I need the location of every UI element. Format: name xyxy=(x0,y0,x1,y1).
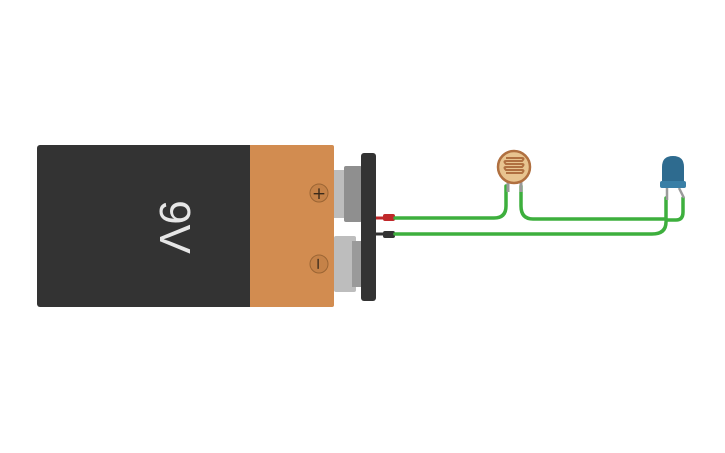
battery-body xyxy=(37,145,249,307)
photoresistor-track xyxy=(503,157,525,174)
battery-snap-connector[interactable] xyxy=(361,153,395,301)
positive-symbol: + xyxy=(312,184,326,204)
photoresistor[interactable] xyxy=(496,149,532,192)
negative-lead[interactable] xyxy=(383,231,395,238)
positive-lead[interactable] xyxy=(383,214,395,221)
led[interactable] xyxy=(660,156,686,200)
led-icon xyxy=(662,156,684,185)
snap-plate xyxy=(361,153,376,301)
negative-terminal-marker xyxy=(309,254,329,274)
led-rim xyxy=(660,181,686,188)
battery-band-edge xyxy=(246,145,250,307)
negative-terminal xyxy=(334,236,356,292)
negative-terminal-inner xyxy=(352,241,362,287)
battery-9v[interactable]: 9V + − xyxy=(37,145,362,307)
wire-positive-to-photoresistor[interactable] xyxy=(393,184,508,220)
wire-led-to-negative[interactable] xyxy=(393,196,685,236)
battery-voltage-label: 9V xyxy=(150,200,199,254)
positive-terminal xyxy=(334,170,346,218)
battery-band xyxy=(246,145,334,307)
positive-terminal-marker xyxy=(309,183,329,203)
led-lead-right xyxy=(677,187,686,199)
negative-symbol: − xyxy=(309,257,328,270)
wire-photoresistor-to-led[interactable] xyxy=(519,184,668,221)
positive-terminal-cap xyxy=(344,166,362,222)
